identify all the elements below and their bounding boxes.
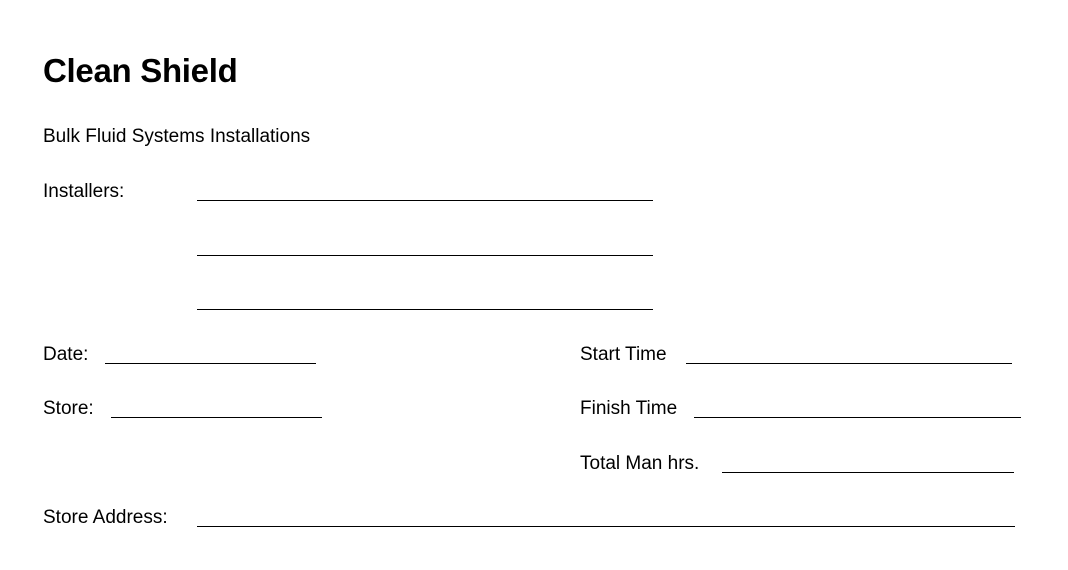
installer-line-1[interactable] xyxy=(197,200,653,201)
date-line[interactable] xyxy=(105,363,316,364)
installers-label: Installers: xyxy=(43,181,125,202)
total-man-hrs-label: Total Man hrs. xyxy=(580,453,700,474)
document-title: Clean Shield xyxy=(43,52,238,89)
document-subtitle: Bulk Fluid Systems Installations xyxy=(43,126,311,147)
finish-time-line[interactable] xyxy=(694,417,1021,418)
finish-time-label: Finish Time xyxy=(580,398,678,419)
store-label: Store: xyxy=(43,398,94,419)
installer-line-3[interactable] xyxy=(197,309,653,310)
store-address-line[interactable] xyxy=(197,526,1015,527)
start-time-line[interactable] xyxy=(686,363,1012,364)
installer-line-2[interactable] xyxy=(197,255,653,256)
store-address-label: Store Address: xyxy=(43,507,168,528)
start-time-label: Start Time xyxy=(580,344,667,365)
total-man-hrs-line[interactable] xyxy=(722,472,1014,473)
date-label: Date: xyxy=(43,344,89,365)
store-line[interactable] xyxy=(111,417,322,418)
